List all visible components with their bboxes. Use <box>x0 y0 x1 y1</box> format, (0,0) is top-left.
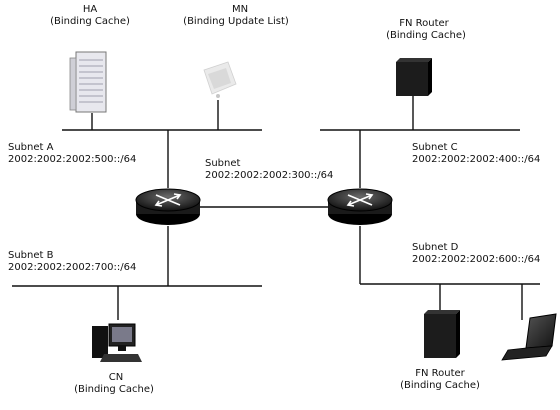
subnet-a-prefix: 2002:2002:2002:500::/64 <box>8 154 136 165</box>
subnet-c-prefix: 2002:2002:2002:400::/64 <box>412 154 540 165</box>
mn-label: MN (Binding Update List) <box>183 4 289 27</box>
subnet-center-prefix: 2002:2002:2002:300::/64 <box>205 170 333 181</box>
fn-router-top-name: FN Router <box>399 18 449 29</box>
laptop-icon <box>502 314 556 360</box>
subnet-d-prefix: 2002:2002:2002:600::/64 <box>412 254 540 265</box>
ha-server-icon <box>70 52 106 112</box>
ha-name: HA <box>83 4 98 15</box>
mn-device-icon <box>204 62 236 98</box>
subnet-a-name: Subnet A <box>8 142 54 153</box>
subnet-b-prefix: 2002:2002:2002:700::/64 <box>8 262 136 273</box>
cn-role: (Binding Cache) <box>74 384 154 395</box>
subnet-center-label: Subnet 2002:2002:2002:300::/64 <box>205 158 333 181</box>
fn-router-bottom-name: FN Router <box>415 368 465 379</box>
mn-name: MN <box>232 4 248 15</box>
subnet-c-label: Subnet C 2002:2002:2002:400::/64 <box>412 142 540 165</box>
fn-router-top-role: (Binding Cache) <box>386 30 466 41</box>
subnet-b-name: Subnet B <box>8 250 54 261</box>
subnet-d-name: Subnet D <box>412 242 459 253</box>
cn-label: CN (Binding Cache) <box>74 372 154 395</box>
fn-router-bottom-icon <box>424 310 460 358</box>
cn-computer-icon <box>92 324 142 362</box>
subnet-b-label: Subnet B 2002:2002:2002:700::/64 <box>8 250 136 273</box>
mn-role: (Binding Update List) <box>183 16 289 27</box>
network-links <box>12 96 540 320</box>
ha-role: (Binding Cache) <box>50 16 130 27</box>
subnet-d-label: Subnet D 2002:2002:2002:600::/64 <box>412 242 540 265</box>
router-right-icon <box>328 189 392 225</box>
ha-label: HA (Binding Cache) <box>50 4 130 27</box>
router-left-icon <box>136 189 200 225</box>
subnet-a-label: Subnet A 2002:2002:2002:500::/64 <box>8 142 136 165</box>
fn-router-bottom-label: FN Router (Binding Cache) <box>400 368 480 391</box>
subnet-center-name: Subnet <box>205 158 241 169</box>
fn-router-top-label: FN Router (Binding Cache) <box>386 18 466 41</box>
cn-name: CN <box>109 372 123 383</box>
fn-router-bottom-role: (Binding Cache) <box>400 380 480 391</box>
subnet-c-name: Subnet C <box>412 142 458 153</box>
fn-router-top-icon <box>396 58 432 96</box>
